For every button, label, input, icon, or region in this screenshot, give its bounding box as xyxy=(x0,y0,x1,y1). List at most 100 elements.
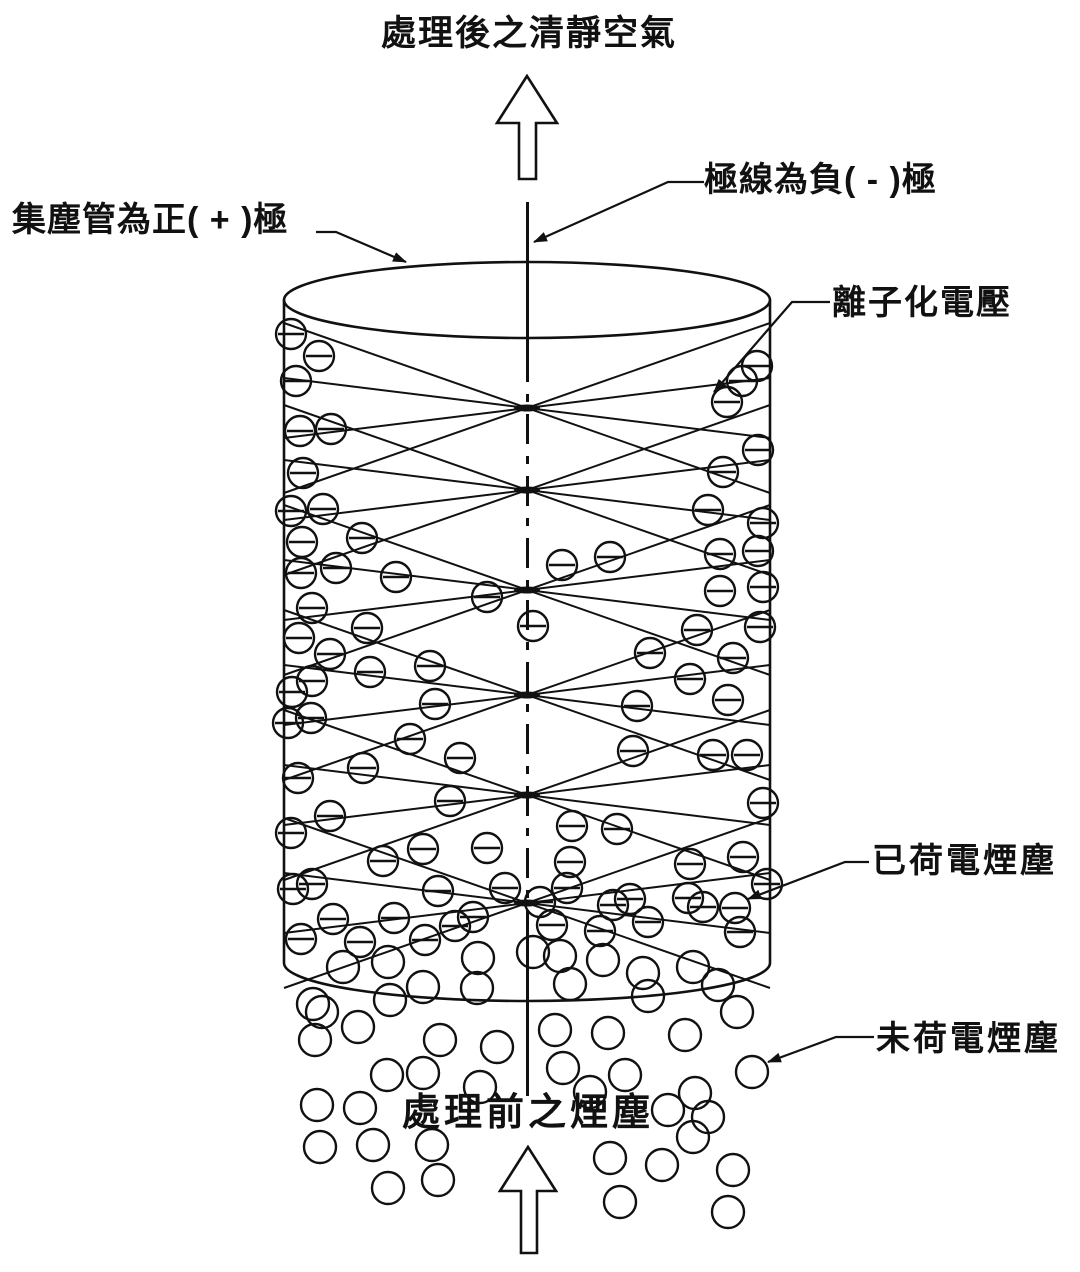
charged-particle xyxy=(284,556,318,590)
charged-particle xyxy=(743,610,777,644)
uncharged-particle xyxy=(297,1022,333,1058)
charged-particle xyxy=(433,784,467,818)
uncharged-particle xyxy=(302,1129,338,1165)
uncharged-particle xyxy=(325,949,361,985)
charged-particle xyxy=(741,433,775,467)
wire-node xyxy=(514,486,540,494)
charged-particle xyxy=(553,845,587,879)
ionization-leader xyxy=(713,300,830,393)
charged-particle xyxy=(673,847,707,881)
uncharged-particle xyxy=(700,967,736,1003)
charged-particle xyxy=(456,900,490,934)
label-uncharged-dust: 未荷電煙塵 xyxy=(876,1020,1061,1058)
uncharged-particle xyxy=(479,1029,515,1065)
charged-particle xyxy=(535,908,569,942)
charged-particle xyxy=(350,611,384,645)
charged-particle xyxy=(555,809,589,843)
charged-particle xyxy=(741,534,775,568)
uncharged-particle xyxy=(370,944,406,980)
charged-particle xyxy=(550,871,584,905)
charged-particle xyxy=(470,580,504,614)
wire-node xyxy=(514,691,540,699)
charged-particle xyxy=(406,832,440,866)
uncharged-particle xyxy=(667,1017,703,1053)
label-wire-negative-pole: 極線為負( - )極 xyxy=(704,161,937,199)
charged-particle xyxy=(703,537,737,571)
charged-particle xyxy=(418,687,452,721)
uncharged-particle xyxy=(515,934,551,970)
uncharged-particle xyxy=(734,1054,770,1090)
uncharged-particle xyxy=(715,1152,751,1188)
uncharged-particle xyxy=(710,1194,746,1230)
charged-particle xyxy=(718,891,752,925)
uncharged-dust-leader xyxy=(767,1035,874,1064)
charged-particle xyxy=(616,734,650,768)
uncharged-particle xyxy=(340,1009,376,1045)
charged-particle xyxy=(746,786,780,820)
charged-particle xyxy=(680,613,714,647)
charged-particle xyxy=(275,675,309,709)
charged-particle xyxy=(408,923,442,957)
charged-particle xyxy=(274,317,308,351)
uncharged-particle xyxy=(572,1074,608,1110)
charged-particle xyxy=(284,922,318,956)
uncharged-particle xyxy=(459,970,495,1006)
uncharged-particle xyxy=(592,1140,628,1176)
charged-particle xyxy=(488,871,522,905)
label-clean-air-out: 處理後之清靜空氣 xyxy=(381,14,678,53)
uncharged-particle xyxy=(590,1015,626,1051)
charged-particle xyxy=(723,915,757,949)
uncharged-particle xyxy=(607,1057,643,1093)
charged-particle xyxy=(393,722,427,756)
charged-particle xyxy=(306,492,340,526)
uncharged-particle xyxy=(552,966,588,1002)
collector-positive-leader xyxy=(316,230,407,264)
charged-particle xyxy=(673,662,707,696)
label-ionization-voltage: 離子化電壓 xyxy=(832,284,1012,322)
charged-particle xyxy=(516,609,550,643)
charged-particle xyxy=(281,761,315,795)
charged-particle xyxy=(438,909,472,943)
charged-particle xyxy=(366,844,400,878)
charged-particle xyxy=(421,874,455,908)
charged-particle xyxy=(600,812,634,846)
charged-particle xyxy=(706,455,740,489)
charged-particle xyxy=(596,888,630,922)
charged-particle xyxy=(633,636,667,670)
charged-dust-leader xyxy=(747,860,869,901)
charged-particle xyxy=(274,494,308,528)
charged-particle xyxy=(314,412,348,446)
charged-particle xyxy=(620,689,654,723)
charged-particle xyxy=(545,548,579,582)
charged-particle xyxy=(583,914,617,948)
uncharged-particle xyxy=(644,1147,680,1183)
charged-particle xyxy=(271,706,305,740)
charged-particle xyxy=(716,641,750,675)
charged-particle xyxy=(316,902,350,936)
charged-particle xyxy=(443,741,477,775)
label-dust-before-treatment: 處理前之煙塵 xyxy=(402,1092,655,1134)
charged-particle xyxy=(711,683,745,717)
uncharged-particle xyxy=(372,982,408,1018)
wire-negative-leader xyxy=(533,180,704,244)
charged-particle xyxy=(279,364,313,398)
charged-particle xyxy=(353,655,387,689)
uncharged-particle xyxy=(405,969,441,1005)
wire-node xyxy=(514,404,540,412)
charged-particle xyxy=(286,456,320,490)
uncharged-particle xyxy=(690,1099,726,1135)
charged-particle xyxy=(413,649,447,683)
charged-particle xyxy=(295,867,329,901)
uncharged-particle xyxy=(630,978,666,1014)
charged-particle xyxy=(710,385,744,419)
uncharged-particle xyxy=(420,1162,456,1198)
clean-air-flow-arrow xyxy=(494,73,560,181)
charged-particle xyxy=(276,872,310,906)
uncharged-particle xyxy=(602,1184,638,1220)
charged-particle xyxy=(346,751,380,785)
charged-particle xyxy=(377,901,411,935)
charged-particle xyxy=(345,521,379,555)
uncharged-particle xyxy=(675,1119,711,1155)
uncharged-particle xyxy=(370,1170,406,1206)
